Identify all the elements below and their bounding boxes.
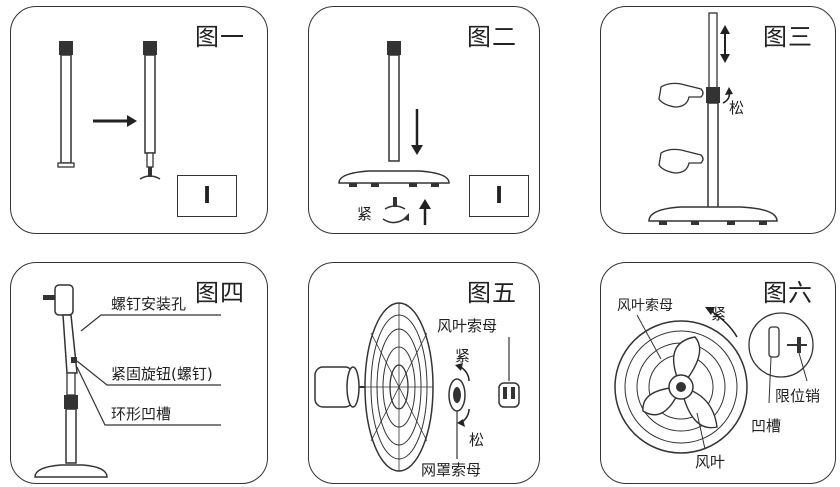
panel-3: 图三 松 xyxy=(600,6,836,234)
panel-1-title: 图一 xyxy=(195,23,245,51)
fan-body-diagram xyxy=(34,284,221,478)
panel-2: 图二 紧 l xyxy=(308,6,540,234)
panel-2-title: 图二 xyxy=(467,23,517,51)
tighten-label: 紧 xyxy=(711,305,727,323)
panel-4-title: 图四 xyxy=(195,279,245,307)
loosen-label: 松 xyxy=(469,431,485,449)
knob-label: 紧固旋钮(螺钉) xyxy=(111,365,213,383)
panel-5: 图五 风叶索母 紧 松 网罩索母 xyxy=(308,262,540,484)
tighten-label: 紧 xyxy=(357,205,373,223)
panel-3-title: 图三 xyxy=(763,23,813,51)
grill-nut-label: 网罩索母 xyxy=(421,461,482,479)
blade-nut-label: 风叶索母 xyxy=(617,298,673,314)
base-assembly-diagram xyxy=(338,41,450,225)
panel-6-title: 图六 xyxy=(763,279,813,307)
panel-1: 图一 l xyxy=(10,6,268,234)
step-box-1: l xyxy=(177,175,237,217)
step-box-2: l xyxy=(469,175,529,217)
panel-5-title: 图五 xyxy=(467,279,517,307)
grill-assembly-diagram xyxy=(314,302,520,472)
tighten-label: 紧 xyxy=(455,347,471,365)
blade-install-diagram xyxy=(614,307,814,454)
loosen-label: 松 xyxy=(729,99,745,117)
groove-label: 凹槽 xyxy=(751,417,782,435)
blade-label: 风叶 xyxy=(695,453,726,471)
limit-pin-label: 限位销 xyxy=(775,387,821,405)
pole-assembly-diagram xyxy=(57,41,161,180)
panel-4: 图四 螺钉安装孔 紧固旋钮(螺钉) 环形凹槽 xyxy=(10,262,268,484)
screw-hole-label: 螺钉安装孔 xyxy=(111,295,187,313)
height-adjust-diagram xyxy=(648,12,778,225)
blade-nut-label: 风叶索母 xyxy=(437,317,498,335)
panel-6: 图六 风叶索母 紧 限位销 凹槽 风叶 xyxy=(600,262,836,484)
groove-label: 环形凹槽 xyxy=(111,405,172,423)
